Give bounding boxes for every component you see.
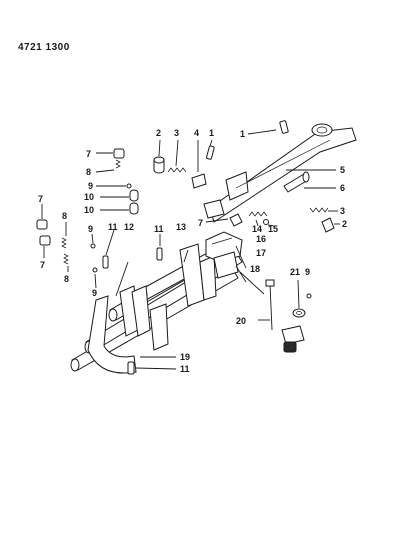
plug-7-a (113, 148, 125, 159)
spring-8-a (115, 159, 121, 169)
callout-2: 2 (342, 219, 347, 229)
callout-1: 1 (240, 129, 245, 139)
ball-9-a (126, 183, 132, 189)
spring-8-b (61, 237, 67, 249)
callout-7: 7 (40, 260, 45, 270)
shift-head-16-17 (205, 231, 243, 279)
plug-7-c (39, 235, 51, 246)
callout-1: 1 (209, 128, 214, 138)
spring-8-c (63, 253, 69, 265)
plunger-4 (191, 173, 207, 189)
callout-9: 9 (305, 267, 310, 277)
callout-8: 8 (86, 167, 91, 177)
callout-21: 21 (290, 267, 300, 277)
callout-7: 7 (198, 218, 203, 228)
spring-14 (248, 211, 268, 217)
interlock-10-a (129, 189, 139, 202)
callout-9: 9 (88, 224, 93, 234)
ball-9-d (306, 293, 312, 299)
shift-fork-12 (131, 285, 169, 351)
plug-7-b (36, 219, 48, 230)
callout-17: 17 (256, 248, 266, 258)
washer-21 (292, 308, 306, 318)
rail-sleeve-6 (283, 171, 310, 193)
callout-13: 13 (176, 222, 186, 232)
ball-9-c (92, 267, 98, 273)
callout-11: 11 (180, 364, 190, 374)
spring-3 (167, 167, 187, 173)
callout-20: 20 (236, 316, 246, 326)
callout-15: 15 (268, 224, 278, 234)
callout-4: 4 (194, 128, 199, 138)
callout-8: 8 (62, 211, 67, 221)
callout-18: 18 (250, 264, 260, 274)
callout-9: 9 (88, 181, 93, 191)
pin-11-c (127, 361, 135, 375)
pin-1 (279, 120, 289, 134)
shift-rail-lever (203, 123, 357, 223)
spring-3-b (309, 207, 329, 213)
callout-11: 11 (154, 224, 164, 234)
callout-7: 7 (38, 194, 43, 204)
ball-9-b (90, 243, 96, 249)
callout-9: 9 (92, 288, 97, 298)
callout-12: 12 (124, 222, 134, 232)
callout-10: 10 (84, 205, 94, 215)
interlock-10-b (129, 202, 139, 215)
callout-5: 5 (340, 165, 345, 175)
callout-11: 11 (108, 222, 118, 232)
callout-3: 3 (340, 206, 345, 216)
callout-16: 16 (256, 234, 266, 244)
callout-19: 19 (180, 352, 190, 362)
callout-6: 6 (340, 183, 345, 193)
callout-3: 3 (174, 128, 179, 138)
switch-20 (265, 279, 305, 353)
pin-11-b (156, 247, 163, 261)
callout-14: 14 (252, 224, 262, 234)
part-number-header: 4721 1300 (18, 42, 70, 53)
shift-fork-13 (179, 243, 217, 307)
callout-10: 10 (84, 192, 94, 202)
callout-2: 2 (156, 128, 161, 138)
plug-7 (229, 213, 243, 227)
pin-11-a (102, 255, 109, 269)
leader-lines (41, 129, 340, 370)
plug-2-b (321, 217, 335, 233)
pin-1-b (206, 145, 215, 160)
callout-8: 8 (64, 274, 69, 284)
ball-15 (263, 219, 269, 225)
callout-7: 7 (86, 149, 91, 159)
